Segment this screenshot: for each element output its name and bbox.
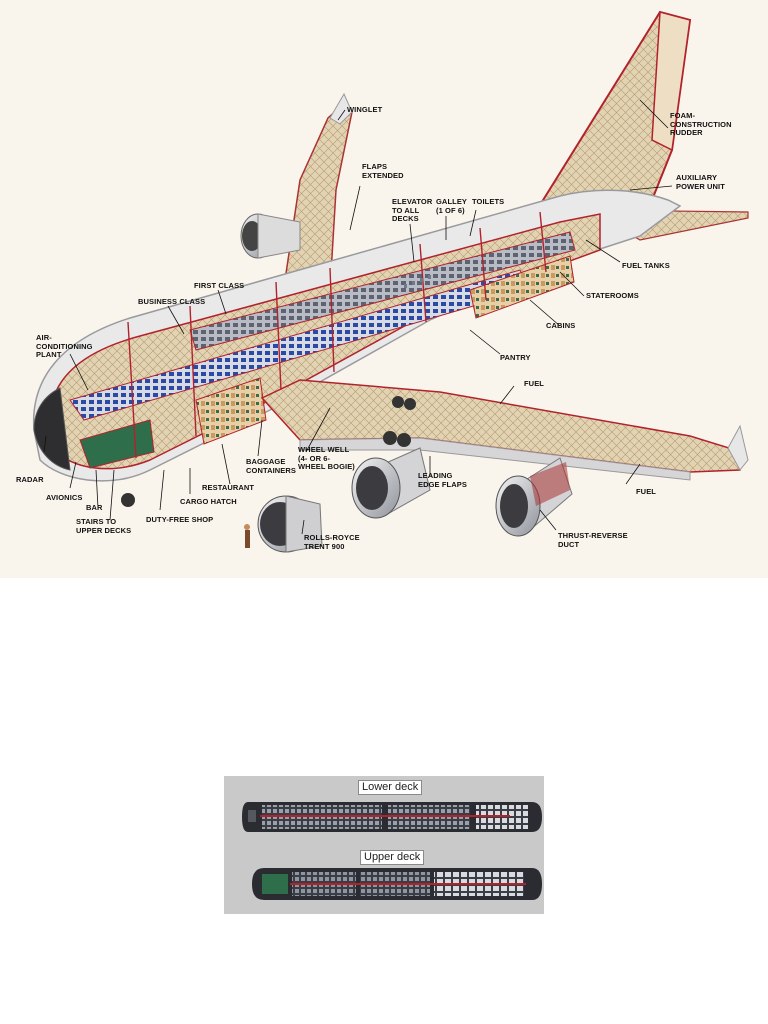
landing-gear	[121, 396, 416, 507]
label-air-conditioning: AIR- CONDITIONING PLANT	[36, 333, 93, 359]
label-fuel-center: FUEL	[524, 379, 544, 388]
label-fuel-tanks: FUEL TANKS	[622, 261, 670, 270]
label-avionics: AVIONICS	[46, 493, 83, 502]
label-first-class: FIRST CLASS	[194, 281, 245, 290]
cabins-area	[469, 255, 575, 319]
label-toilets: TOILETS	[472, 197, 505, 206]
cutaway-drawing	[32, 10, 749, 553]
label-pantry: PANTRY	[500, 353, 531, 362]
label-duty-free-shop: DUTY-FREE SHOP	[146, 515, 214, 524]
label-staterooms: STATEROOMS	[586, 291, 639, 300]
label-fuel-wing: FUEL	[636, 487, 656, 496]
restaurant-area	[195, 377, 267, 445]
label-leading-edge-flaps: LEADING EDGE FLAPS	[418, 471, 467, 489]
outer-engine	[495, 457, 573, 537]
windows	[404, 275, 431, 288]
winglet-shape	[329, 92, 353, 125]
label-flaps-extended: FLAPS EXTENDED	[362, 162, 404, 180]
lower-deck-plan	[242, 802, 542, 832]
label-wheel-well: WHEEL WELL (4- OR 6- WHEEL BOGIE)	[298, 445, 355, 471]
nose	[33, 387, 71, 471]
rolls-royce-engine-illustration	[244, 495, 323, 553]
leader-lines	[43, 99, 673, 535]
upper-deck-plan	[252, 868, 542, 900]
upper-deck-seating	[189, 231, 576, 351]
a380-cutaway-illustration: WINGLET FLAPS EXTENDED ELEVATOR TO ALL D…	[0, 0, 768, 578]
label-apu: AUXILIARY POWER UNIT	[676, 173, 725, 191]
deck-plans-panel: Lower deck Upper deck	[224, 776, 544, 914]
label-bar: BAR	[86, 503, 103, 512]
label-cargo-hatch: CARGO HATCH	[180, 497, 237, 506]
label-elevator: ELEVATOR TO ALL DECKS	[392, 197, 433, 223]
far-engine	[240, 213, 301, 259]
label-stairs: STAIRS TO UPPER DECKS	[76, 517, 132, 535]
lower-deck-caption: Lower deck	[358, 780, 423, 795]
label-radar: RADAR	[16, 475, 44, 484]
upper-deck-caption: Upper deck	[360, 850, 425, 865]
leading-edge	[299, 437, 691, 481]
label-galley: GALLEY (1 OF 6)	[436, 197, 468, 215]
label-rolls-royce: ROLLS-ROYCE TRENT 900	[304, 533, 360, 551]
label-winglet: WINGLET	[347, 105, 383, 114]
label-business-class: BUSINESS CLASS	[138, 297, 206, 306]
inner-engine	[351, 447, 431, 519]
near-winglet	[727, 424, 749, 471]
label-thrust-reverse-duct: THRUST-REVERSE DUCT	[558, 531, 628, 549]
rudder	[651, 11, 691, 152]
label-cabins: CABINS	[546, 321, 576, 330]
label-baggage-containers: BAGGAGE CONTAINERS	[246, 457, 297, 475]
label-restaurant: RESTAURANT	[202, 483, 255, 492]
label-foam-rudder: FOAM- CONSTRUCTION RUDDER	[670, 111, 732, 137]
